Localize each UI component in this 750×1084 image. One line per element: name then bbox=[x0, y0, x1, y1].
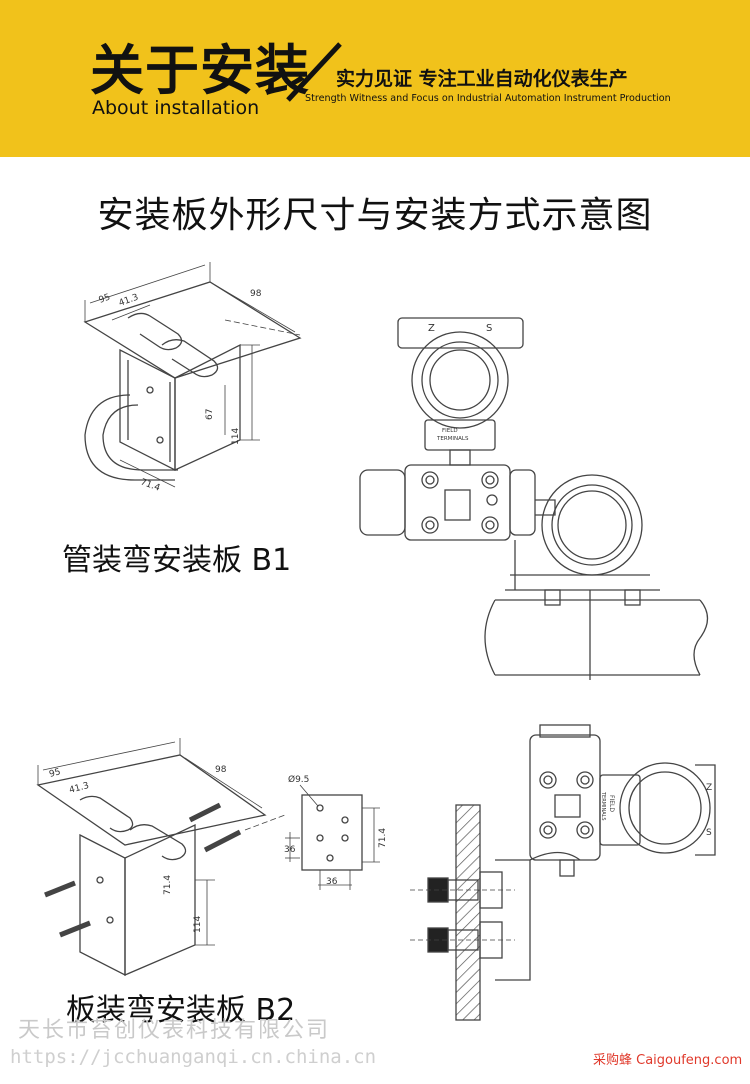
label-s-b1: S bbox=[486, 323, 492, 334]
caption-b2: 板装弯安装板 B2 bbox=[66, 993, 296, 1028]
label-z-b1: Z bbox=[428, 323, 435, 334]
label-terminals-b2: TERMINALS bbox=[600, 791, 606, 821]
watermark-site: 采购蜂 Caigoufeng.com bbox=[593, 1053, 743, 1068]
bracket-b1-sketch bbox=[83, 262, 302, 488]
dim-phi-hole: Ø9.5 bbox=[288, 774, 309, 785]
banner-tagline-en: Strength Witness and Focus on Industrial… bbox=[305, 93, 671, 104]
label-field-b2: FIELD bbox=[608, 795, 615, 812]
dim-67-b1: 67 bbox=[205, 409, 215, 420]
label-terminals-b1: TERMINALS bbox=[436, 436, 469, 442]
dim-114-b2: 114 bbox=[193, 916, 203, 933]
watermark-company: 天长市苔创仪表科技有限公司 bbox=[18, 1018, 331, 1043]
banner-subtitle: About installation bbox=[92, 97, 260, 119]
dim-41-b1: 41.3 bbox=[118, 293, 140, 309]
hole-pattern-drawing bbox=[285, 784, 380, 890]
label-field-b1: FIELD bbox=[442, 428, 458, 434]
bracket-b2-sketch bbox=[36, 738, 286, 977]
dim-36-vertical: 36 bbox=[284, 845, 296, 855]
label-s-b2: S bbox=[706, 828, 712, 838]
dim-98-b1: 98 bbox=[250, 289, 262, 299]
dim-36-horizontal: 36 bbox=[326, 877, 338, 887]
caption-b1: 管装弯安装板 B1 bbox=[62, 543, 292, 578]
dim-95-b1: 95 bbox=[98, 293, 112, 306]
slash-decoration-icon bbox=[286, 42, 342, 102]
banner-tagline: 实力见证 专注工业自动化仪表生产 bbox=[336, 68, 628, 90]
dim-114-b1: 114 bbox=[231, 428, 241, 445]
dim-41-b2: 41.3 bbox=[68, 781, 90, 796]
watermark-url: https://jcchuanganqi.cn.china.cn bbox=[10, 1046, 377, 1068]
label-z-b2: Z bbox=[706, 783, 712, 793]
dim-71-b2: 71.4 bbox=[163, 875, 173, 895]
transmitter-b2-drawing bbox=[410, 724, 716, 1021]
dim-95-b2: 95 bbox=[48, 767, 62, 780]
dim-71-hole: 71.4 bbox=[378, 828, 388, 848]
header-banner: 关于安装 About installation 实力见证 专注工业自动化仪表生产… bbox=[0, 0, 750, 157]
dim-98-b2: 98 bbox=[215, 765, 227, 775]
page-title: 安装板外形尺寸与安装方式示意图 bbox=[97, 195, 653, 236]
banner-title: 关于安装 bbox=[90, 39, 310, 102]
transmitter-b1-drawing bbox=[359, 317, 709, 680]
